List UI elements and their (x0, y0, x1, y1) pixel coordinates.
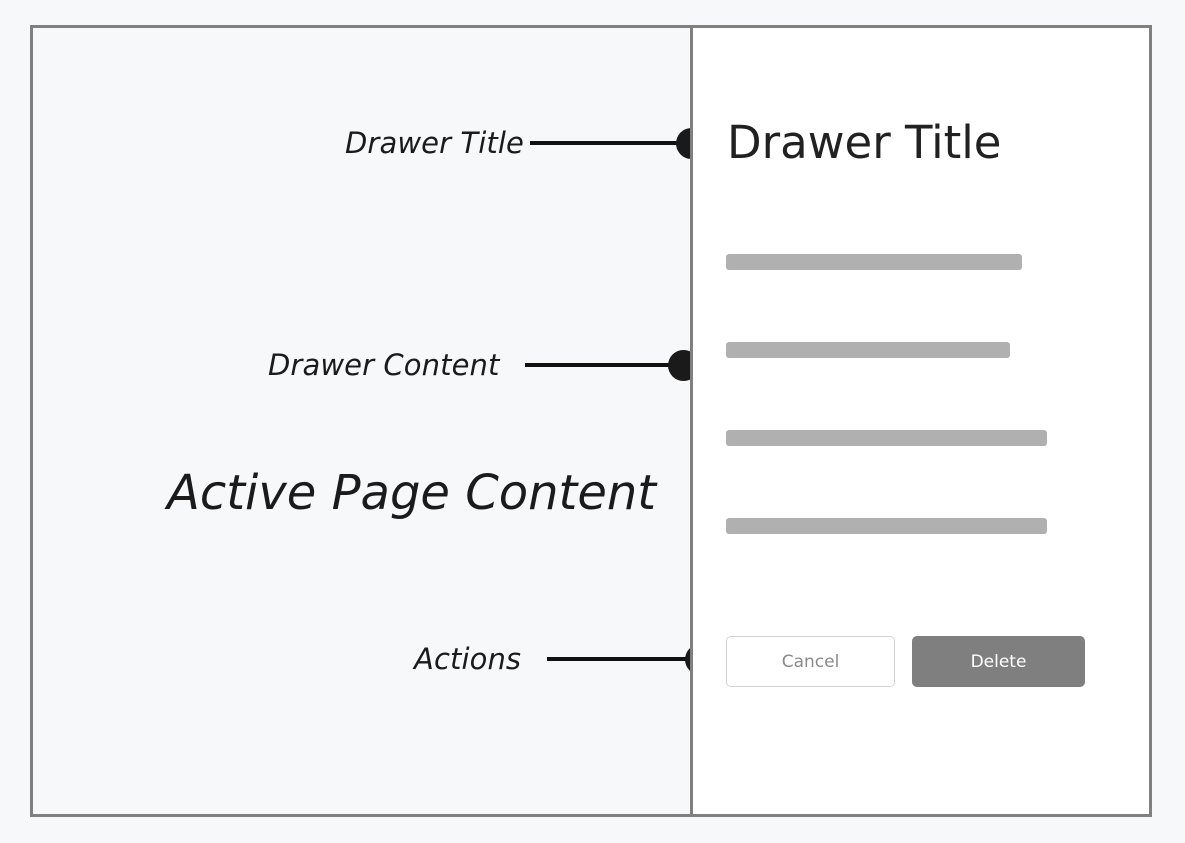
content-placeholder-bar (726, 430, 1047, 446)
callout-drawer-content-label: Drawer Content (268, 348, 500, 382)
drawer-content-placeholders (726, 254, 1126, 534)
cancel-button[interactable]: Cancel (726, 636, 895, 687)
active-page-content-heading: Active Page Content (167, 465, 657, 521)
callout-actions: Actions (414, 642, 690, 676)
drawer-panel: Drawer Title Cancel Delete (693, 28, 1149, 814)
drawer-title: Drawer Title (727, 116, 1002, 169)
panel-divider (690, 28, 693, 814)
callout-drawer-title: Drawer Title (345, 126, 690, 160)
callout-line (529, 141, 678, 145)
callout-dot (675, 127, 690, 159)
active-page-panel: Drawer Title Drawer Content Actions Acti… (33, 28, 690, 814)
callout-line (547, 657, 688, 661)
callout-drawer-content: Drawer Content (268, 348, 690, 382)
content-placeholder-bar (726, 254, 1022, 270)
content-placeholder-bar (726, 518, 1047, 534)
callout-dot (685, 643, 690, 675)
drawer-actions: Cancel Delete (726, 636, 1085, 687)
content-placeholder-bar (726, 342, 1010, 358)
callout-dot (668, 349, 690, 381)
callout-actions-label: Actions (414, 642, 522, 676)
delete-button[interactable]: Delete (912, 636, 1085, 687)
wireframe-frame: Drawer Title Drawer Content Actions Acti… (30, 25, 1152, 817)
callout-line (525, 363, 671, 367)
callout-drawer-title-label: Drawer Title (345, 126, 524, 160)
